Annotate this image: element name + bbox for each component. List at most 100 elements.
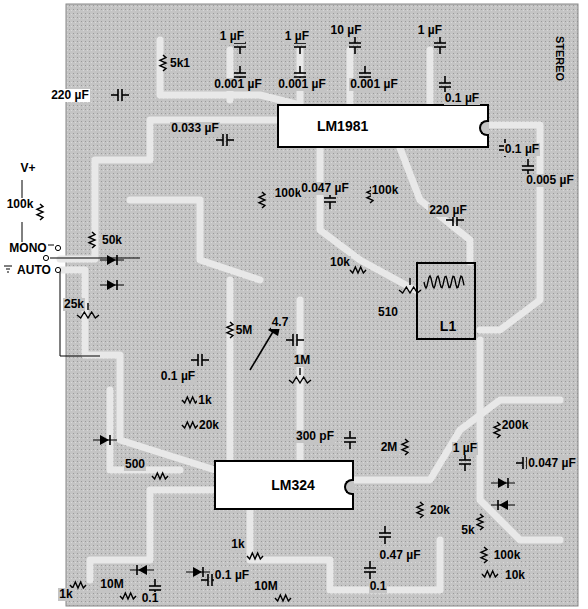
capacitor-symbol	[379, 526, 391, 544]
board	[66, 4, 578, 606]
component-value: 0.47 µF	[379, 549, 422, 562]
component-symbols	[4, 36, 534, 601]
trace	[110, 390, 180, 470]
resistor-symbol	[182, 397, 198, 403]
resistor-symbol	[120, 593, 136, 599]
resistor-symbol	[160, 55, 166, 71]
trace	[60, 270, 215, 470]
component-value: 0.033 µF	[170, 122, 220, 135]
capacitor-symbol	[191, 354, 209, 366]
capacitor-symbol	[434, 36, 446, 54]
component-value: 1 µF	[284, 30, 310, 43]
diode-symbol	[93, 435, 117, 445]
inductor-box: L1	[416, 262, 476, 340]
resistor-symbol	[481, 547, 487, 563]
part-name: LM324	[271, 477, 315, 493]
component-value: 100k	[274, 187, 303, 200]
component-value: 0.1	[141, 592, 160, 605]
trace	[480, 340, 560, 540]
resistor-symbol	[350, 267, 366, 273]
terminal-label: MONO	[8, 242, 47, 255]
resistor-symbol	[482, 571, 498, 577]
component-value: 20k	[198, 419, 220, 432]
part-name: LM1981	[317, 118, 368, 134]
component-value: 0.001 µF	[213, 78, 263, 91]
lead	[60, 270, 100, 356]
switch-terminal	[43, 255, 48, 260]
component-value: 50k	[101, 234, 123, 247]
trace	[227, 280, 234, 460]
trace	[480, 125, 540, 330]
component-value: 10M	[99, 578, 124, 591]
ground-symbol	[4, 266, 12, 272]
trimmer-wiper	[87, 303, 88, 310]
resistor-symbol	[247, 553, 263, 559]
component-value: 0.1 µF	[504, 143, 540, 156]
component-value: 5k1	[169, 57, 191, 70]
component-value: 220 µF	[50, 89, 90, 102]
ic-package: LM324	[214, 460, 354, 510]
component-value: 1k	[230, 538, 245, 551]
lead	[50, 258, 140, 259]
terminal-label: V+	[19, 162, 36, 175]
capacitor-symbol	[216, 134, 234, 146]
component-value: 220 µF	[428, 204, 468, 217]
component-value: 500	[124, 458, 146, 471]
component-value: 510	[377, 306, 399, 319]
component-value: 1M	[293, 354, 312, 367]
resistor-symbol	[494, 422, 500, 438]
trace	[427, 50, 434, 105]
diode-symbol	[186, 567, 210, 577]
resistor-symbol	[89, 232, 95, 248]
component-value: 1 µF	[219, 30, 245, 43]
component-value: 0.1 µF	[444, 92, 480, 105]
switch-terminal	[55, 267, 60, 272]
capacitor-symbol	[286, 334, 304, 346]
component-value: 4.7	[271, 316, 290, 329]
component-value: 100k	[371, 184, 400, 197]
resistor-symbol	[402, 439, 408, 455]
component-value: 5M	[235, 324, 254, 337]
capacitor-symbol	[459, 453, 471, 471]
component-value: 2M	[380, 441, 399, 454]
component-value: 0.1	[369, 580, 388, 593]
trimmer-wiper	[409, 278, 410, 285]
capacitor-symbol	[344, 431, 356, 449]
component-value: 25k	[63, 298, 85, 311]
switch-terminal	[55, 245, 60, 250]
component-value: 0.047 µF	[527, 457, 577, 470]
component-value: 100k	[6, 198, 35, 211]
trimmer-wiper	[299, 368, 300, 375]
part-name: L1	[440, 318, 456, 334]
component-value: 1k	[58, 588, 73, 601]
component-value: 5k	[460, 524, 475, 537]
component-value: 200k	[501, 419, 530, 432]
component-value: 10M	[253, 580, 278, 593]
trace	[130, 200, 260, 280]
component-value: 0.1 µF	[214, 569, 250, 582]
capacitor-symbol	[349, 36, 361, 54]
resistor-symbol	[152, 473, 168, 479]
copper-traces	[60, 40, 560, 590]
component-value: 0.005 µF	[525, 174, 575, 187]
capacitor-symbol	[364, 561, 376, 579]
resistor-symbol	[259, 192, 265, 208]
component-value: 1k	[197, 394, 212, 407]
resistor-symbol	[477, 514, 483, 530]
component-value: 20k	[429, 504, 451, 517]
diode-symbol	[130, 565, 154, 575]
trace	[60, 120, 277, 259]
board-marking: STEREO	[553, 34, 566, 81]
component-value: 10k	[329, 256, 351, 269]
resistor-symbol	[417, 502, 423, 518]
terminal-label: AUTO	[16, 264, 52, 277]
component-value: 1 µF	[452, 442, 478, 455]
resistor-symbol	[227, 322, 233, 338]
trace	[160, 40, 300, 105]
coil-symbol	[424, 276, 464, 288]
resistor-symbol	[275, 595, 291, 601]
component-value: 10 µF	[330, 24, 363, 37]
trace	[227, 50, 234, 100]
component-value: 0.001 µF	[349, 78, 399, 91]
